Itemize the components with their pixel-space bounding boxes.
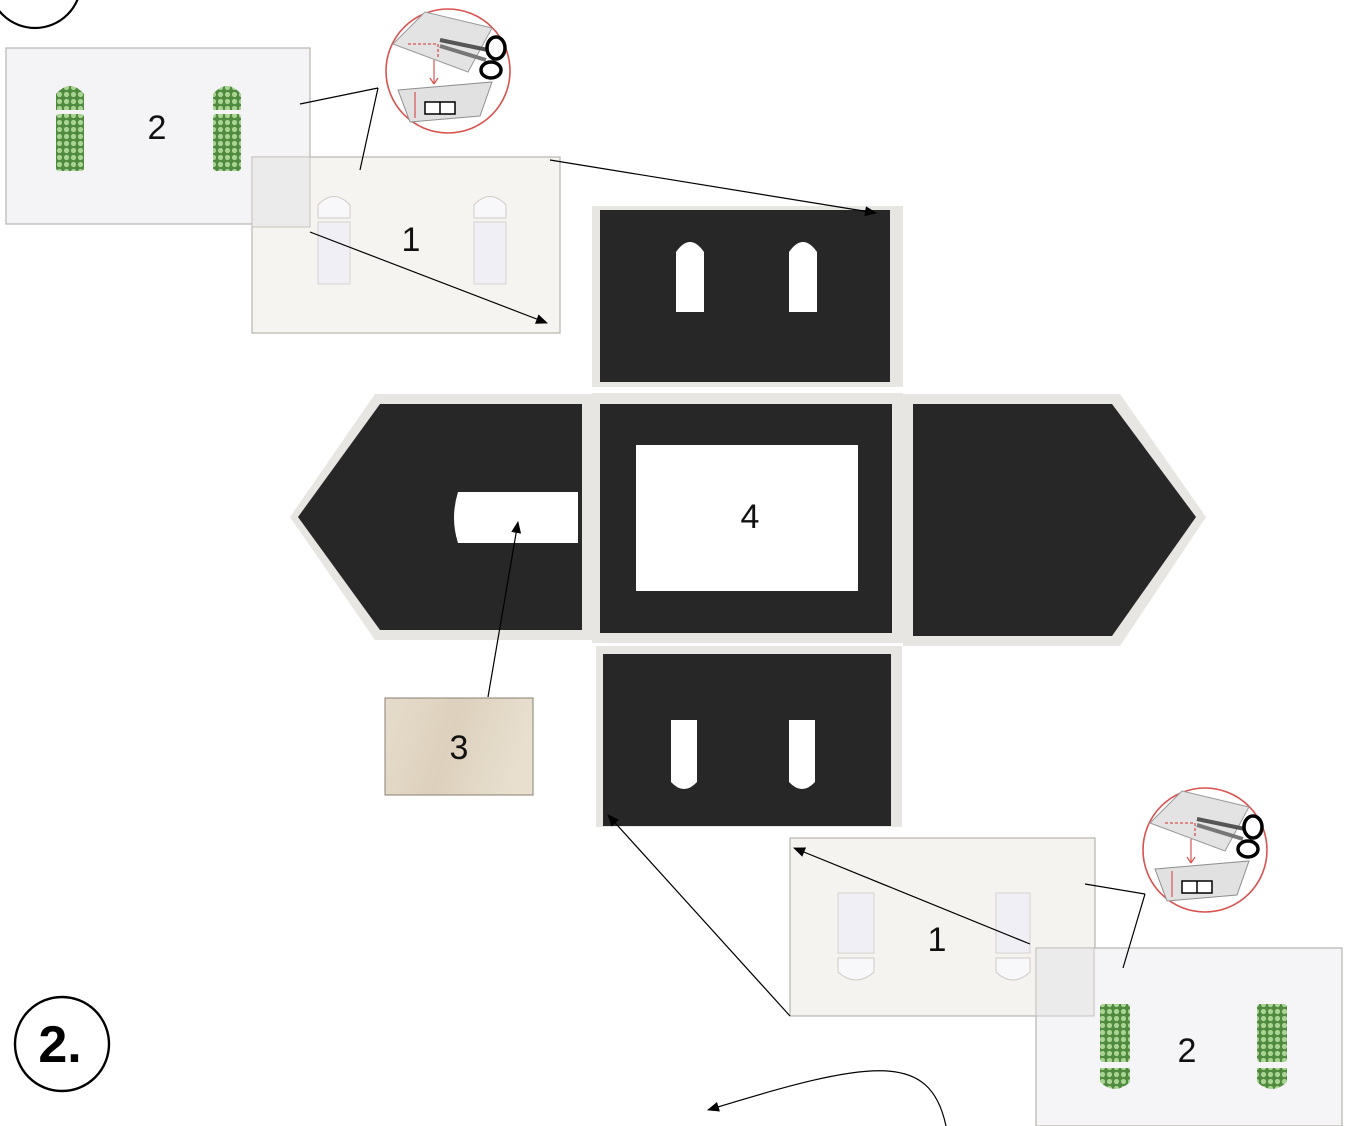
- scissors-icon: [385, 8, 511, 134]
- step-badge: 2.: [13, 995, 111, 1093]
- bottom-wall-window-left: [671, 720, 697, 789]
- window-grid-sheet-top: 2: [5, 47, 311, 225]
- step-label: 2.: [38, 1016, 81, 1074]
- top-wall-window-left: [676, 242, 704, 312]
- label-1-top: 1: [402, 221, 421, 259]
- window-film-sheet-top: 1: [251, 156, 561, 334]
- label-2-top: 2: [148, 109, 167, 147]
- label-3: 3: [450, 729, 469, 767]
- bottom-wall-window-right: [789, 720, 815, 789]
- top-wall-window-right: [789, 242, 817, 312]
- label-2-bottom: 2: [1178, 1032, 1197, 1070]
- previous-step-badge: 1.: [0, 0, 79, 30]
- label-4: 4: [741, 498, 760, 536]
- base-opening: [636, 445, 858, 591]
- left-gable-opening: [454, 492, 578, 543]
- scissors-icon: [1142, 787, 1268, 913]
- label-1-bottom: 1: [928, 921, 947, 959]
- window-grid-top-arch: [56, 86, 84, 110]
- previous-step-label: 1.: [13, 0, 56, 7]
- wood-panel: 3: [384, 697, 534, 796]
- base-cross: 4: [290, 206, 1206, 827]
- window-grid-sheet-bottom: 2: [1035, 947, 1343, 1126]
- leader-lines: [299, 87, 1146, 1126]
